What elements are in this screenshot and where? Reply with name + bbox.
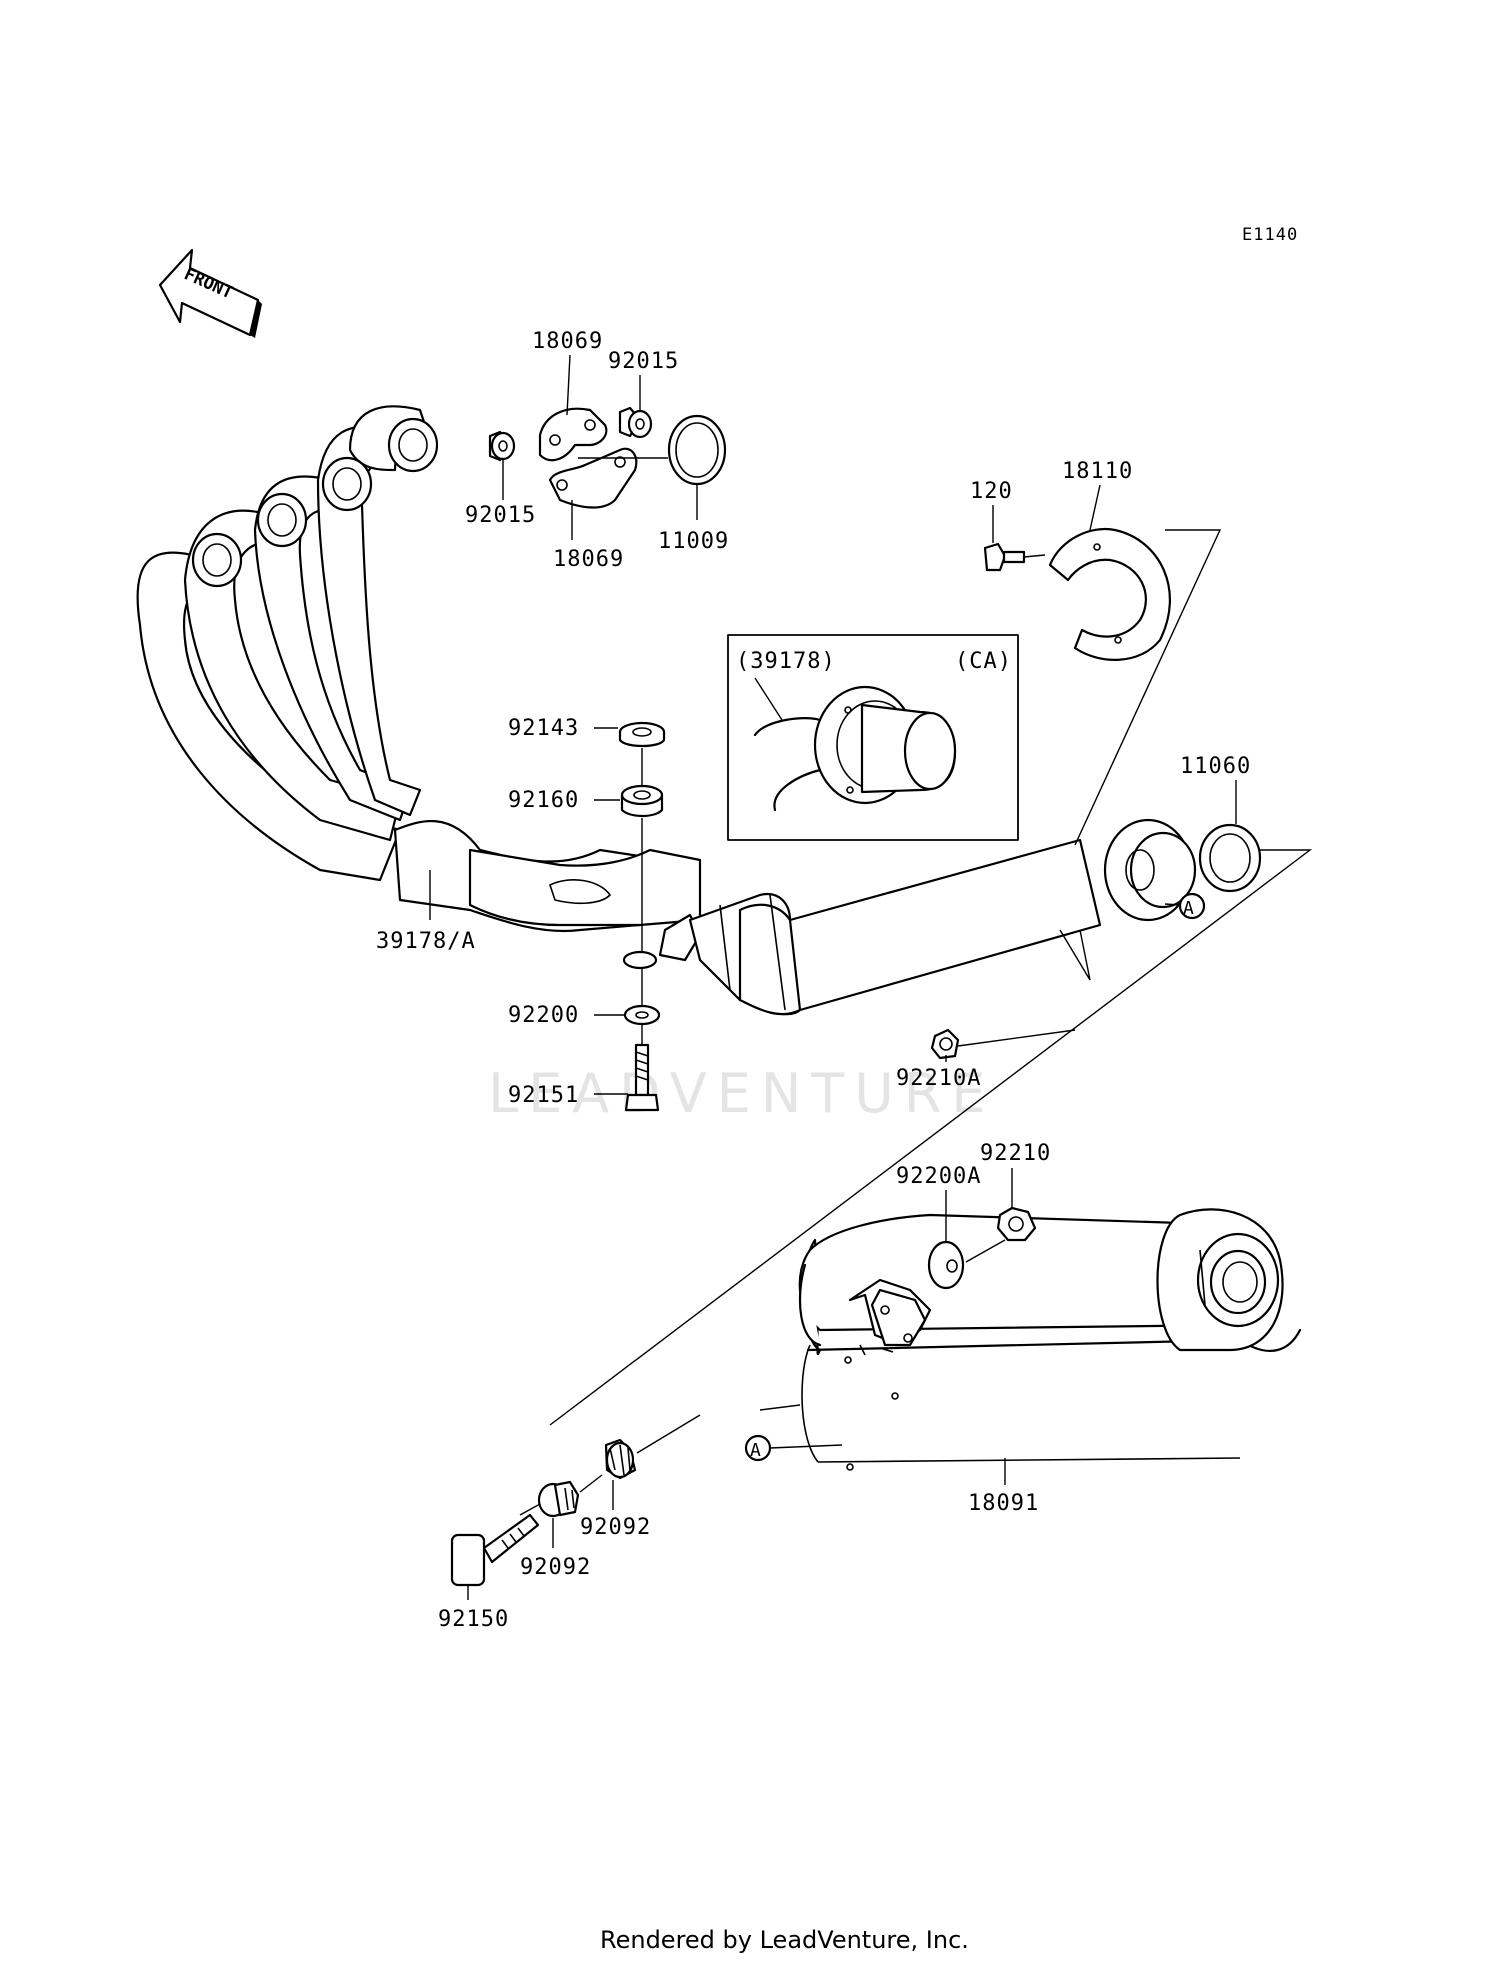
washer-92200: [623, 1004, 661, 1026]
front-arrow-icon: FRONT: [158, 248, 262, 338]
damper-92092-right: [604, 1438, 637, 1480]
assembly-guide-line: [549, 849, 1313, 1426]
ref-marker-a-flange: A: [1164, 892, 1206, 920]
washer-92200A: [927, 1240, 965, 1290]
label-92151: 92151: [508, 1083, 579, 1108]
label-11009: 11009: [658, 529, 729, 554]
damper-92092-left: [537, 1480, 580, 1518]
gasket-11060: [1198, 823, 1262, 893]
clamp-18069-bottom: [548, 447, 638, 509]
rear-flange: [1103, 818, 1197, 922]
nut-92015-left: [488, 430, 516, 462]
label-18110: 18110: [1062, 459, 1133, 484]
clamp-18069-top: [538, 407, 608, 462]
inset-part-label: (39178): [736, 649, 836, 674]
label-92210A: 92210A: [896, 1066, 981, 1091]
inset-ca-variant: (39178) (CA): [727, 634, 1019, 841]
label-92015-top: 92015: [608, 349, 679, 374]
bolt-92151: [624, 1043, 660, 1112]
label-92143: 92143: [508, 716, 579, 741]
label-120: 120: [970, 479, 1013, 504]
label-92210: 92210: [980, 1141, 1051, 1166]
label-92092-right: 92092: [580, 1515, 651, 1540]
label-39178A: 39178/A: [376, 929, 476, 954]
label-92150: 92150: [438, 1607, 509, 1632]
nut-92210: [996, 1206, 1037, 1242]
label-92200A: 92200A: [896, 1164, 981, 1189]
damper-92160: [620, 784, 664, 818]
exhaust-header-pipes: [136, 405, 1102, 1016]
heat-shield-guide-line: [1074, 529, 1222, 846]
bolt-120: [983, 542, 1046, 572]
label-18091: 18091: [968, 1491, 1039, 1516]
collar-92143: [618, 721, 666, 748]
label-11060: 11060: [1180, 754, 1251, 779]
inset-region-label: (CA): [955, 649, 1012, 674]
bolt-92150: [450, 1513, 540, 1587]
label-92160: 92160: [508, 788, 579, 813]
heat-shield-18110: [1048, 527, 1171, 661]
svg-text:A: A: [1183, 898, 1195, 919]
label-92092-left: 92092: [520, 1555, 591, 1580]
diagram-code: E1140: [1242, 225, 1298, 245]
svg-text:A: A: [750, 1440, 762, 1461]
label-18069-bottom: 18069: [553, 547, 624, 572]
ref-marker-a-muffler: A: [744, 1434, 843, 1462]
nut-92015-right: [618, 406, 653, 439]
nut-92210A: [930, 1028, 1076, 1060]
footer-credit: Rendered by LeadVenture, Inc.: [600, 1926, 969, 1954]
label-92015-left: 92015: [465, 503, 536, 528]
muffler-18091: [759, 1208, 1302, 1471]
watermark: LEADVENTURE: [488, 1062, 995, 1125]
label-18069-top: 18069: [532, 329, 603, 354]
label-92200: 92200: [508, 1003, 579, 1028]
gasket-11009: [667, 414, 727, 486]
assembly-guide-line-2: [1059, 929, 1091, 981]
